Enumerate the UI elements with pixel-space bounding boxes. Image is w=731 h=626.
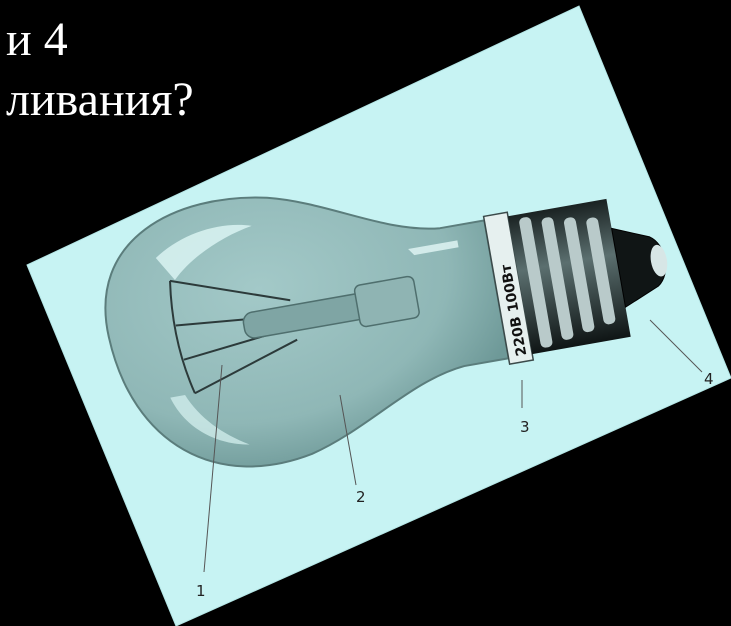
callout-1: 1: [196, 582, 206, 600]
callout-3: 3: [520, 418, 530, 436]
callout-2: 2: [356, 488, 366, 506]
callout-4: 4: [704, 370, 714, 388]
